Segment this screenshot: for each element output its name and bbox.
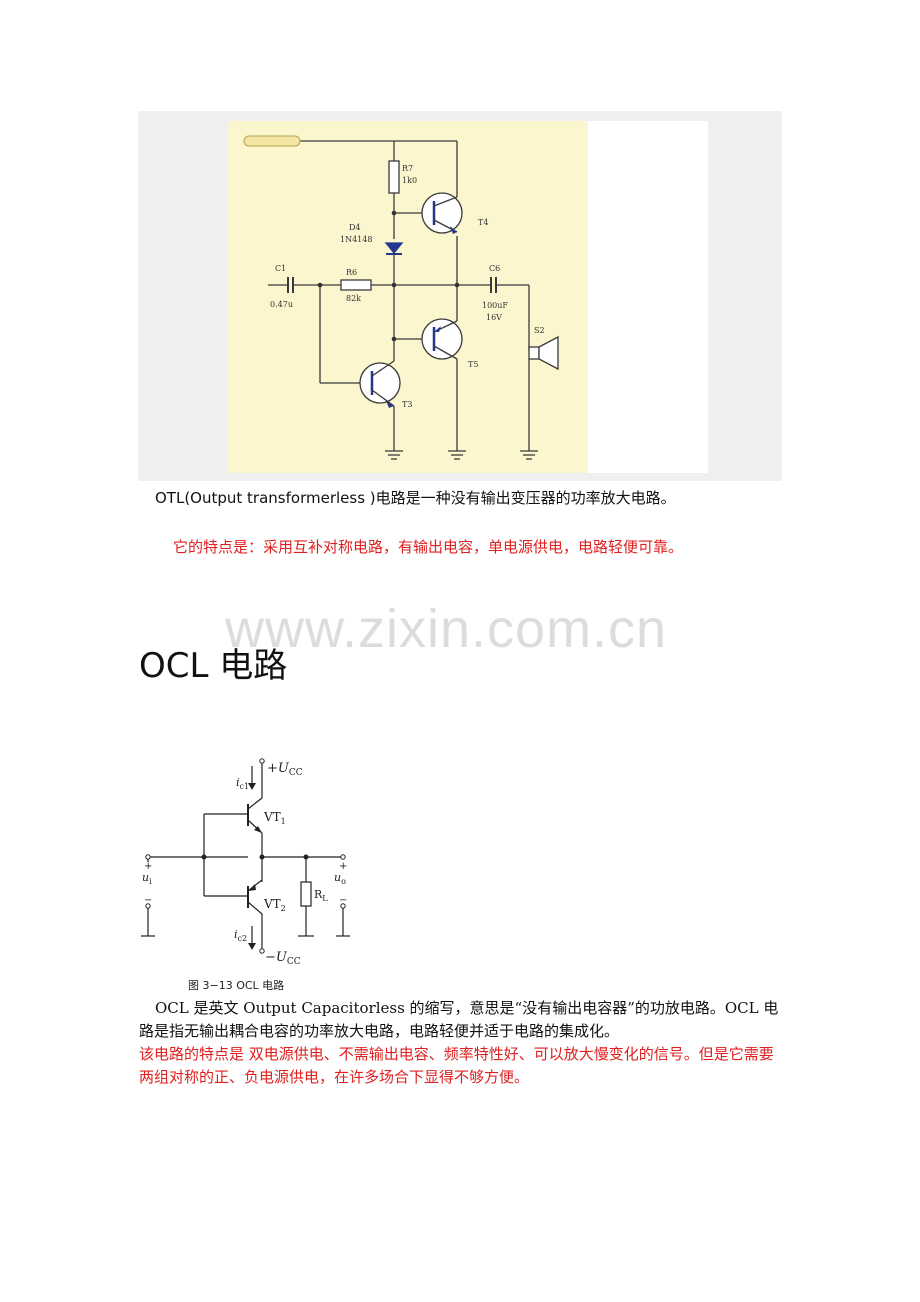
label-t5: T5 — [468, 360, 478, 369]
label-rl: R — [314, 888, 323, 901]
resistor-r6 — [340, 279, 372, 291]
input-connector — [243, 135, 301, 147]
label-d4: D4 — [349, 223, 361, 232]
label-ic1-sub: c1 — [240, 782, 250, 791]
watermark: www.zixin.com.cn — [225, 599, 668, 659]
svg-text:ui: ui — [142, 871, 152, 886]
ocl-heading: OCL 电路 — [139, 646, 288, 686]
label-r6-value: 82k — [346, 294, 361, 303]
label-c6-value: 100uF — [482, 301, 508, 310]
svg-text:VT1: VT1 — [263, 810, 286, 826]
transistor-t5 — [421, 318, 463, 360]
otl-schematic-area — [228, 121, 588, 473]
label-vt1-sub: 1 — [281, 817, 286, 826]
label-vt1: VT — [263, 810, 281, 824]
label-ui-sub: i — [149, 877, 152, 886]
label-ucc-positive: +U — [267, 761, 290, 776]
ocl-circuit-diagram: +UCC ic1 VT1 VT2 ic2 −UCC RL ui uo + − +… — [141, 758, 350, 992]
svg-text:RL: RL — [314, 888, 328, 903]
transistor-t4 — [421, 192, 463, 234]
otl-feature-text: 它的特点是：采用互补对称电路，有输出电容，单电源供电，电路轻便可靠。 — [173, 538, 684, 556]
otl-circuit-diagram: R7 1k0 D4 1N4148 C1 0.47u R6 82k C6 100u… — [228, 121, 588, 473]
label-r6: R6 — [346, 268, 357, 277]
svg-text:ic1: ic1 — [236, 776, 249, 791]
label-input-plus: + — [144, 861, 152, 872]
label-d4-value: 1N4148 — [340, 235, 372, 244]
label-ucc-negative: −U — [265, 950, 288, 965]
speaker-s2 — [538, 335, 559, 371]
label-r7-value: 1k0 — [402, 176, 417, 185]
label-vt2-sub: 2 — [281, 904, 286, 913]
ocl-feature-text: 该电路的特点是 双电源供电、不需输出电容、频率特性好、可以放大慢变化的信号。但是… — [139, 1045, 774, 1086]
label-c1: C1 — [275, 264, 286, 273]
label-input-minus: − — [144, 895, 152, 906]
label-vt2: VT — [263, 897, 281, 911]
svg-text:−UCC: −UCC — [265, 950, 301, 967]
label-s2: S2 — [534, 326, 545, 335]
label-output-minus: − — [339, 895, 347, 906]
svg-text:VT2: VT2 — [263, 897, 286, 913]
label-t3: T3 — [402, 400, 412, 409]
label-output-plus: + — [339, 861, 347, 872]
label-uo: u — [334, 871, 341, 884]
label-rl-sub: L — [322, 894, 328, 903]
ocl-description: OCL 是英文 Output Capacitorless 的缩写，意思是“没有输… — [139, 999, 779, 1040]
transistor-t3 — [359, 362, 401, 404]
diode-d4 — [384, 242, 404, 255]
label-ic1: i — [236, 776, 240, 789]
label-ui: u — [142, 871, 149, 884]
label-ucc-positive-sub: CC — [289, 768, 303, 778]
svg-text:+UCC: +UCC — [267, 761, 303, 778]
figure-caption: 图 3−13 OCL 电路 — [188, 979, 284, 992]
otl-caption: OTL(Output transformerless )电路是一种没有输出变压器… — [155, 489, 676, 507]
label-ic2-sub: c2 — [238, 934, 248, 943]
label-uo-sub: o — [341, 877, 346, 886]
label-c6-voltage: 16V — [486, 313, 502, 322]
resistor-r7 — [388, 160, 400, 194]
label-c1-value: 0.47u — [270, 300, 293, 309]
svg-text:ic2: ic2 — [234, 928, 247, 943]
label-t4: T4 — [478, 218, 488, 227]
svg-text:uo: uo — [334, 871, 346, 886]
label-c6: C6 — [489, 264, 500, 273]
label-ucc-negative-sub: CC — [287, 957, 301, 967]
label-r7: R7 — [402, 164, 413, 173]
label-ic2: i — [234, 928, 238, 941]
